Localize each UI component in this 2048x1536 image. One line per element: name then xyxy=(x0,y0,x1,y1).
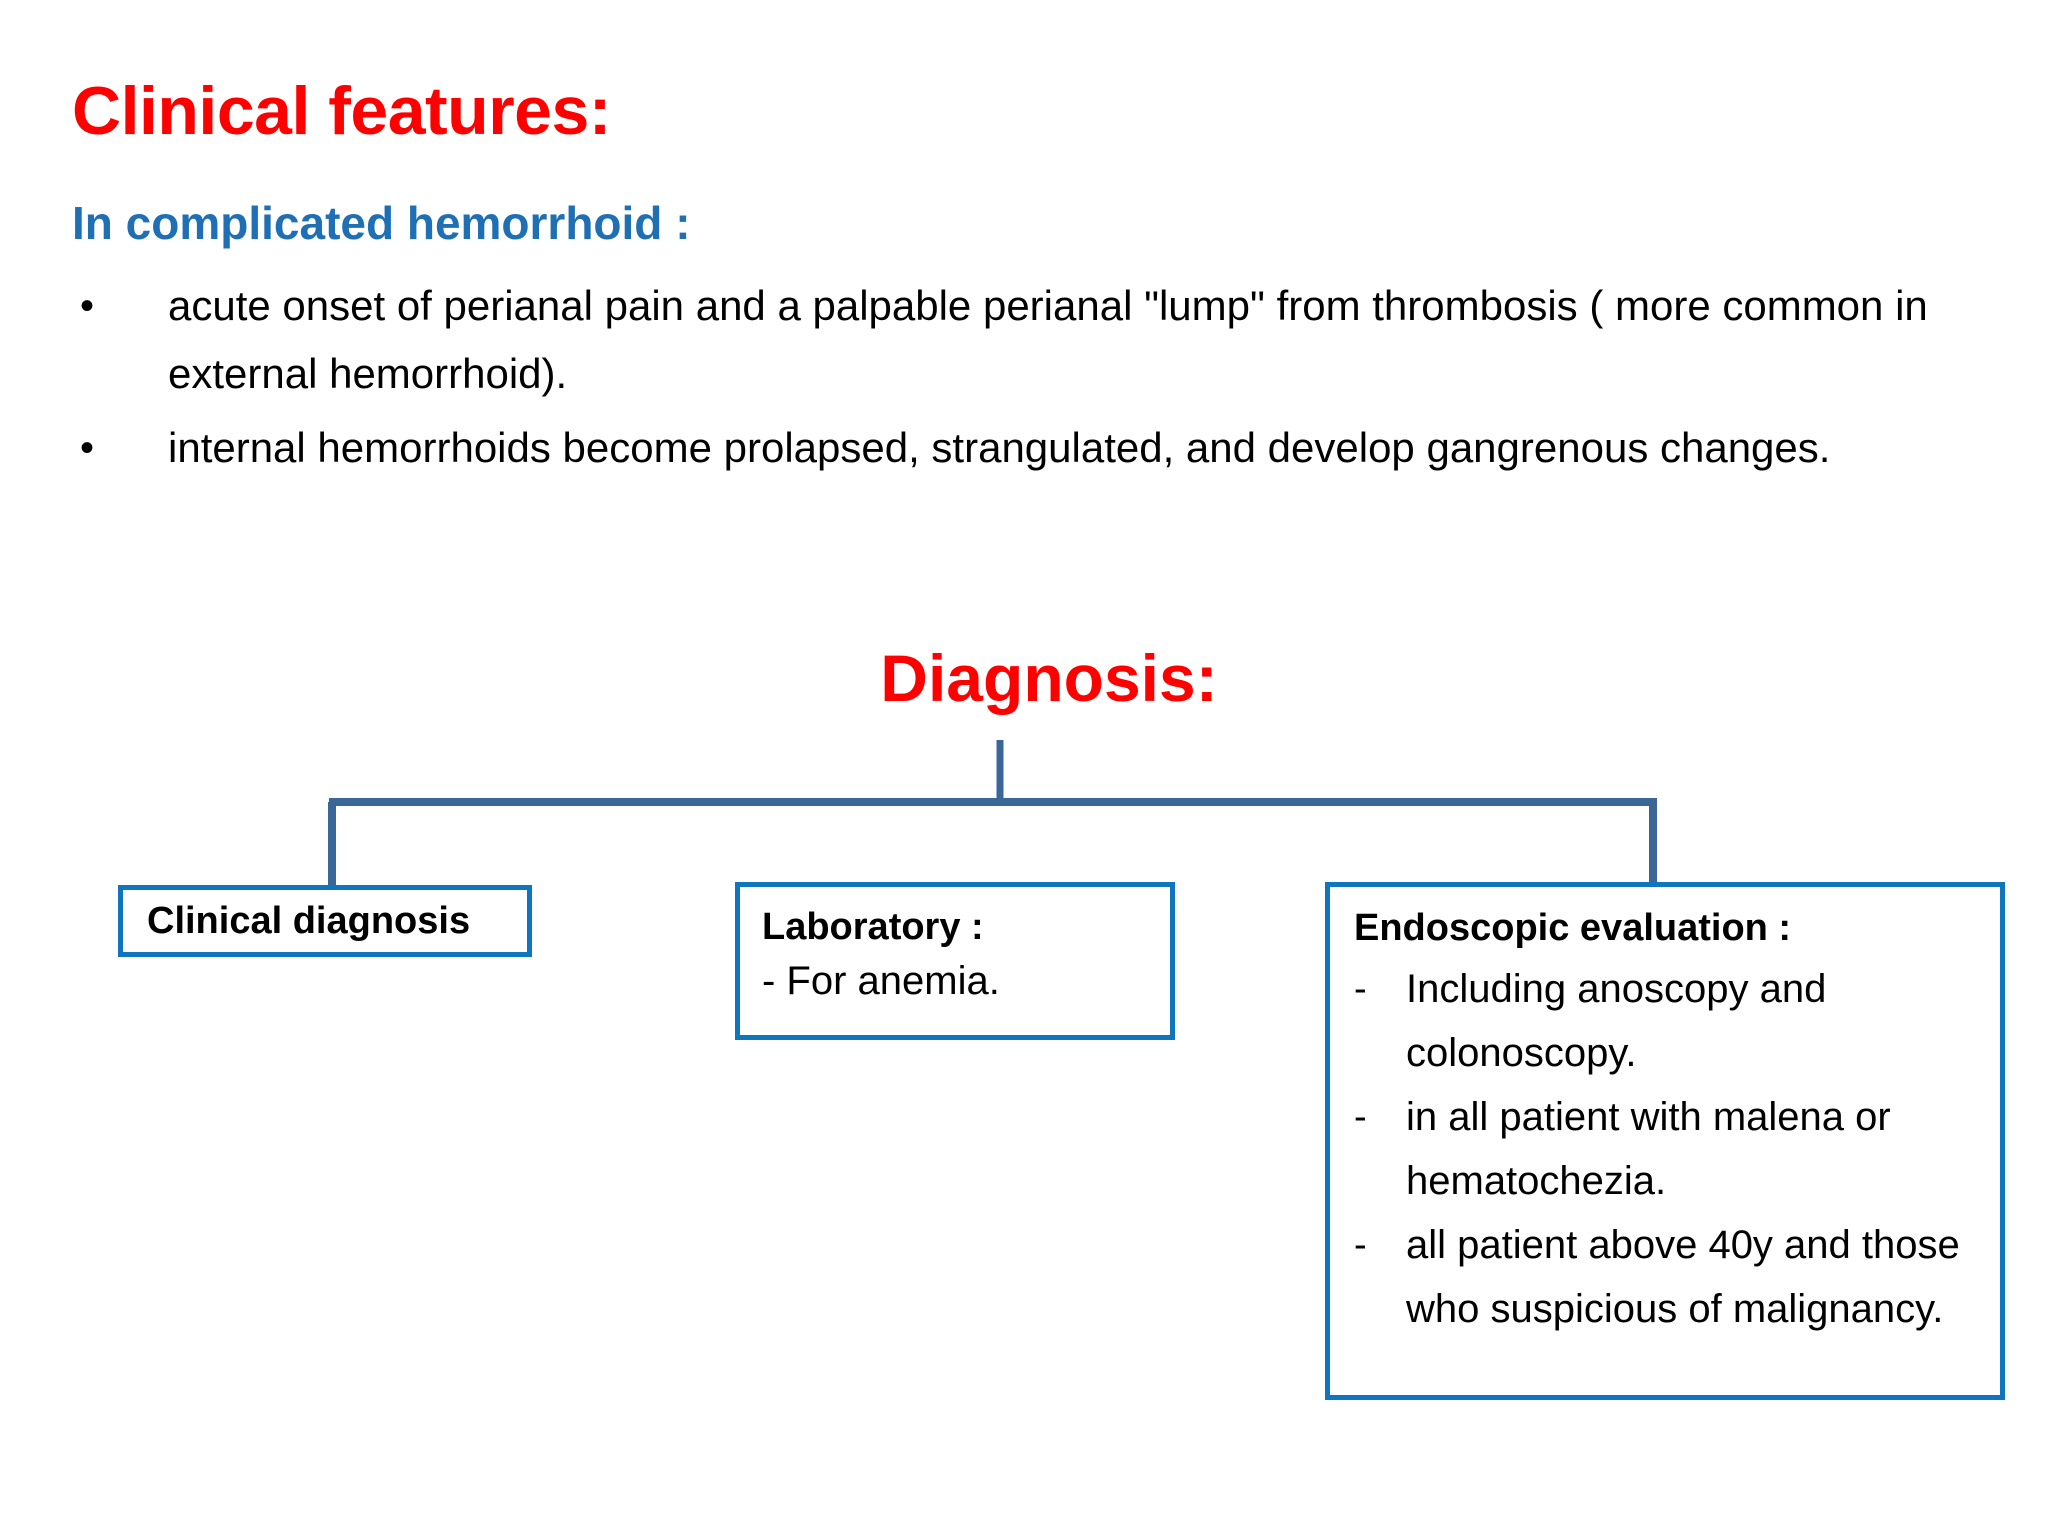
bullet-marker-icon: • xyxy=(80,426,95,470)
node-title: Laboratory : xyxy=(762,906,984,948)
list-item-text: Including anoscopy and colonoscopy. xyxy=(1406,967,1827,1075)
node-line: - For anemia. xyxy=(762,959,1000,1003)
dash-marker-icon: - xyxy=(1354,968,1367,1010)
list-item: • internal hemorrhoids become prolapsed,… xyxy=(64,414,1994,482)
list-item-text: internal hemorrhoids become prolapsed, s… xyxy=(168,424,1831,471)
list-item-text: all patient above 40y and those who susp… xyxy=(1406,1223,1960,1331)
list-item-text: acute onset of perianal pain and a palpa… xyxy=(168,282,1928,397)
node-title: Endoscopic evaluation : xyxy=(1354,907,1792,949)
bullet-marker-icon: • xyxy=(80,284,95,328)
list-item: - Including anoscopy and colonoscopy. xyxy=(1354,957,1980,1085)
diagram-connector-lines xyxy=(328,740,1657,888)
list-item: - in all patient with malena or hematoch… xyxy=(1354,1085,1980,1213)
dash-marker-icon: - xyxy=(1354,1224,1367,1266)
diagnosis-heading: Diagnosis: xyxy=(880,641,1218,715)
node-title: Clinical diagnosis xyxy=(147,899,471,942)
list-item: - all patient above 40y and those who su… xyxy=(1354,1213,1980,1341)
node-laboratory[interactable]: Laboratory : - For anemia. xyxy=(735,882,1175,1040)
node-clinical-diagnosis[interactable]: Clinical diagnosis xyxy=(118,885,532,957)
node-endoscopic-evaluation[interactable]: Endoscopic evaluation : - Including anos… xyxy=(1325,882,2005,1400)
section-subtitle: In complicated hemorrhoid : xyxy=(72,197,691,249)
page-title: Clinical features: xyxy=(72,73,611,149)
list-item: • acute onset of perianal pain and a pal… xyxy=(64,272,1994,408)
list-item-text: in all patient with malena or hematochez… xyxy=(1406,1095,1891,1203)
dash-marker-icon: - xyxy=(1354,1096,1367,1138)
clinical-features-bullet-list: • acute onset of perianal pain and a pal… xyxy=(64,272,1994,488)
